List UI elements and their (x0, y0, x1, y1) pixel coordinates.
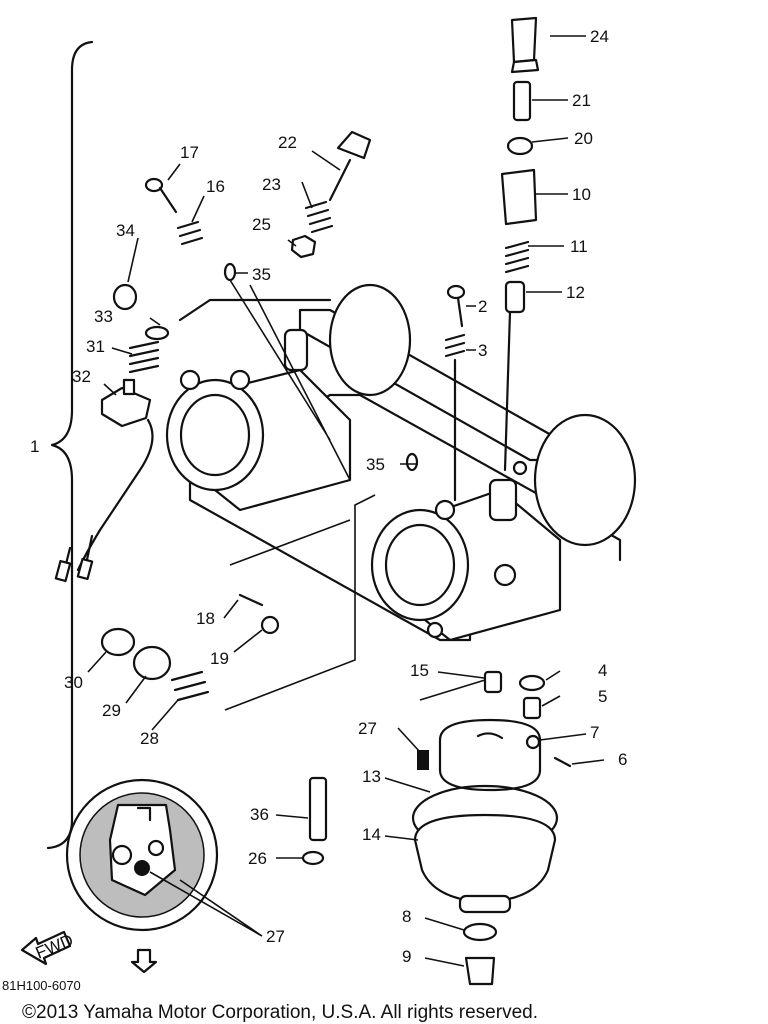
callout-1: 1 (30, 437, 39, 456)
left-parts (54, 177, 280, 702)
float-bowl-parts (301, 670, 572, 986)
callout-18: 18 (196, 609, 215, 628)
copyright-notice: ©2013 Yamaha Motor Corporation, U.S.A. A… (22, 1002, 538, 1023)
callout-6: 6 (618, 750, 627, 769)
callout-24: 24 (590, 27, 609, 46)
carburetor-body (165, 283, 637, 711)
callout-20: 20 (574, 129, 593, 148)
callout-22: 22 (278, 133, 297, 152)
callout-35-upper: 35 (252, 265, 271, 284)
callout-26: 26 (248, 849, 267, 868)
callout-10: 10 (572, 185, 591, 204)
callout-11: 11 (570, 237, 588, 256)
callout-12: 12 (566, 283, 585, 302)
callout-21: 21 (572, 91, 591, 110)
callout-32: 32 (72, 367, 91, 386)
view-direction-arrow-icon (130, 948, 158, 974)
callout-9: 9 (402, 947, 411, 966)
callout-labels: 1 2 3 4 5 6 7 8 9 10 11 12 13 14 15 16 1… (30, 27, 627, 966)
callout-36: 36 (250, 805, 269, 824)
right-stack-parts (405, 16, 540, 502)
assembly-bracket (46, 40, 94, 850)
callout-17: 17 (180, 143, 199, 162)
callout-34: 34 (116, 221, 135, 240)
callout-7: 7 (590, 723, 599, 742)
callout-13: 13 (362, 767, 381, 786)
top-center-parts (290, 130, 372, 259)
callout-29: 29 (102, 701, 121, 720)
diagram-code: 81H100-6070 (2, 978, 81, 993)
callout-35-lower: 35 (366, 455, 385, 474)
callout-19: 19 (210, 649, 229, 668)
callout-3: 3 (478, 341, 487, 360)
callout-4: 4 (598, 661, 607, 680)
callout-8: 8 (402, 907, 411, 926)
front-direction-arrow: FWD (20, 931, 76, 966)
callout-14: 14 (362, 825, 381, 844)
callout-23: 23 (262, 175, 281, 194)
callout-27-inset: 27 (266, 927, 285, 946)
callout-2: 2 (478, 297, 487, 316)
callout-33: 33 (94, 307, 113, 326)
callout-27-bowl: 27 (358, 719, 377, 738)
callout-16: 16 (206, 177, 225, 196)
callout-31: 31 (86, 337, 105, 356)
callout-30: 30 (64, 673, 83, 692)
callout-15: 15 (410, 661, 429, 680)
fwd-label: FWD (33, 931, 76, 963)
inset-detail (65, 778, 219, 932)
leader-lines (87, 35, 605, 967)
callout-28: 28 (140, 729, 159, 748)
callout-25: 25 (252, 215, 271, 234)
callout-5: 5 (598, 687, 607, 706)
